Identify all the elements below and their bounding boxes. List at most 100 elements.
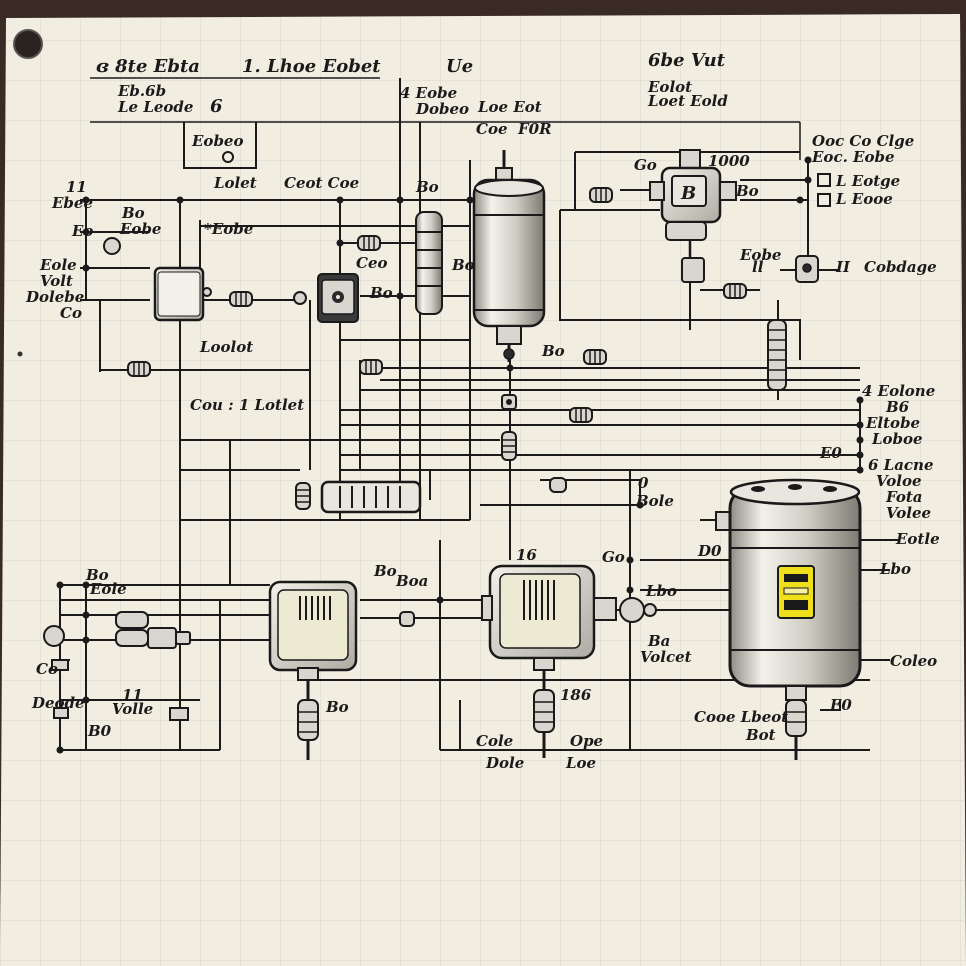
label-volcet: Volcet — [640, 648, 692, 666]
label-l-eooe: L Eooe — [835, 190, 893, 208]
label-n1000: 1000 — [708, 152, 750, 170]
label-fota: Fota — [885, 488, 922, 506]
label-coe: Coe — [476, 120, 508, 138]
label-ceo-l: Ceo — [356, 254, 388, 272]
label-ba: Ba — [647, 632, 670, 650]
label-lblet: Loe Eot — [477, 98, 542, 116]
label-coleo: Coleo — [890, 652, 937, 670]
label-loboe: Loboe — [871, 430, 923, 448]
label-volle: Volle — [112, 700, 153, 718]
label-box: Eobeo — [191, 132, 243, 150]
right-tank — [715, 478, 862, 760]
right-vertical-coil — [767, 319, 787, 391]
label-lolet: Lolet — [213, 174, 257, 192]
header-title-mid: 1. Lhoe Eobet — [242, 56, 381, 77]
paper-grid — [0, 14, 966, 966]
label-b0: B0 — [87, 722, 112, 740]
label-lbdoteo: Dobeo — [415, 100, 469, 118]
label-bo-dash: Bo — [373, 562, 397, 580]
label-b4-clone: 4 Eolone — [862, 382, 935, 400]
capacitor-lead-parts — [501, 394, 567, 493]
header-title-left: ɞ 8te Ebta — [95, 56, 200, 77]
label-n11-top: 11 — [66, 178, 87, 196]
label-cobdage: Cobdage — [864, 258, 937, 276]
label-n11: 11 — [122, 686, 143, 704]
label-l-eolge: L Eotge — [835, 172, 900, 190]
left-sensor-component — [103, 237, 121, 255]
label-eotle: Eotle — [895, 530, 940, 548]
right-switch — [795, 173, 831, 283]
label-e0: E0 — [819, 444, 842, 462]
label-b-lbl: Bo — [121, 204, 145, 222]
label-b6: B6 — [885, 398, 910, 416]
label-lbo-r: Lbo — [645, 582, 677, 600]
label-fbr: F0R — [517, 120, 552, 138]
label-lef-ii: II — [835, 258, 851, 276]
junction-dots — [56, 156, 864, 754]
label-dole: Dole — [485, 754, 524, 772]
label-n186: 186 — [560, 686, 592, 704]
punch-hole — [13, 29, 43, 59]
component-labels: Eobeo Lolet Ceot Coe Bo 4 Eobe Dobeo Loe… — [25, 84, 940, 772]
label-d0: D0 — [697, 542, 722, 560]
meter-box — [293, 273, 359, 323]
label-cooe-lbet: Cooe Lbeot — [694, 708, 788, 726]
lower-left-components — [43, 611, 191, 721]
label-eole: Eole — [39, 256, 77, 274]
label-lbo: Lbo — [879, 560, 911, 578]
header-left-sub2: Le Leode — [117, 98, 193, 116]
label-eobe2: *Eobe — [204, 220, 253, 238]
label-lbcotel: 4 Eobe — [400, 84, 457, 102]
label-voloe: Voloe — [876, 472, 922, 490]
label-ebee: Ebee — [51, 194, 93, 212]
label-bo-mid2: Bo — [451, 256, 475, 274]
label-holee: Volee — [886, 504, 931, 522]
long-resistor — [320, 480, 422, 514]
central-capacitor — [472, 150, 546, 362]
label-bo-c: Bo — [325, 698, 349, 716]
label-ceol-coe: Ceot Coe — [284, 174, 359, 192]
label-b-top: Bo — [415, 178, 439, 196]
label-bo-right: Bo — [541, 342, 565, 360]
left-relay-box — [153, 266, 212, 322]
label-co-left: Co — [36, 660, 58, 678]
label-volt: Volt — [40, 272, 73, 290]
header-left-sub3: 6 — [210, 96, 223, 117]
header-right-sub2: Loet Eold — [647, 92, 728, 110]
header-labels: ɞ 8te Ebta 1. Lhoe Eobet Ue 6be Vut Eolo… — [95, 50, 728, 117]
label-dolcbe: Dolebe — [25, 288, 84, 306]
label-bole: Bole — [635, 492, 674, 510]
label-cou-1: Cou : 1 Lotlet — [190, 396, 304, 414]
header-title-right: 6be Vut — [648, 50, 726, 71]
label-num-ll: ll — [752, 258, 764, 276]
header-right-sub1: Eolot — [647, 78, 692, 96]
label-n0: 0 — [638, 474, 649, 492]
top-label-box — [222, 151, 234, 163]
ink-dot — [17, 351, 23, 357]
center-module — [481, 564, 657, 758]
label-ooc-ge: Ooc Co Clge — [812, 132, 914, 150]
label-bo-box: Boa — [395, 572, 428, 590]
label-go: Go — [634, 156, 657, 174]
label-bobc: Eobe — [119, 220, 161, 238]
resistor-glyphs — [127, 187, 747, 627]
label-eobe: Eobe — [739, 246, 781, 264]
vertical-resistor — [415, 211, 443, 315]
label-co: Co — [60, 304, 82, 322]
label-loolot: Loolot — [199, 338, 253, 356]
label-bec-eobe: Eoc. Eobe — [811, 148, 895, 166]
lower-left-module — [268, 580, 358, 760]
header-left-sub1: Eb.6b — [117, 82, 166, 100]
label-be-a: Eo — [71, 222, 93, 240]
label-bo-l: Bo — [85, 566, 109, 584]
label-bo-r: Bo — [735, 182, 759, 200]
relay-label: B — [680, 183, 696, 204]
label-bo-mid: Bo — [369, 284, 393, 302]
label-eltobe: Eltobe — [865, 414, 920, 432]
label-cole: Cole — [476, 732, 513, 750]
label-e0-r: E0 — [829, 696, 852, 714]
header-title-mid2: Ue — [446, 56, 473, 77]
label-eole-l: Eole — [89, 580, 127, 598]
label-go-lbl: Go — [602, 548, 625, 566]
